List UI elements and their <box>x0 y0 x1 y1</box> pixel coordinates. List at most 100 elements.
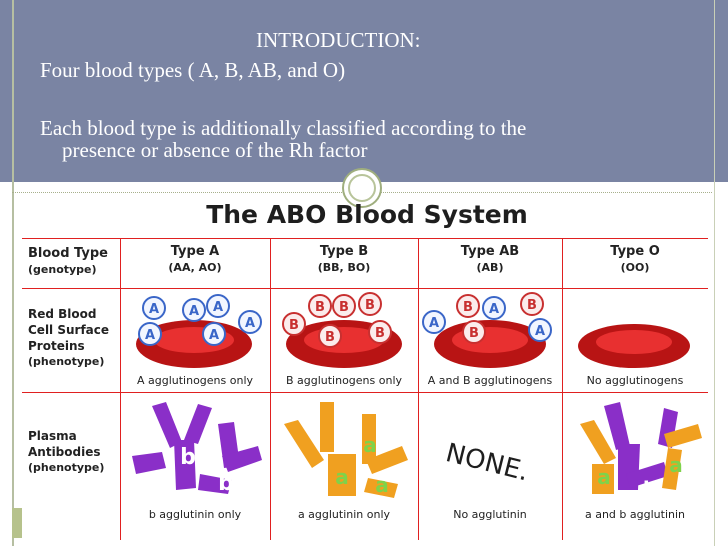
type-a-cell-illustration: A A A A A A <box>136 294 262 368</box>
antigen-a-marker <box>482 296 506 320</box>
plasma-row-label: Plasma Antibodies (phenotype) <box>28 428 104 476</box>
plasma-caption-ab: No agglutinin <box>453 508 527 521</box>
antigen-b-marker <box>332 294 356 318</box>
grid-col4 <box>562 238 563 540</box>
antibody-letter: a <box>363 433 377 457</box>
antigen-letter: B <box>365 298 375 313</box>
antibody-letter: b <box>643 477 657 501</box>
antibody-stem <box>320 402 334 452</box>
antigen-letter: B <box>527 298 537 313</box>
type-ab-cell-illustration: B A B A B A <box>422 292 552 368</box>
none-label: NONE. <box>442 438 532 488</box>
antibody-arm <box>580 420 616 464</box>
left-accent-rule <box>12 0 14 546</box>
bullet-2-line2: presence or absence of the Rh factor <box>62 138 368 162</box>
antigen-letter: A <box>489 302 499 317</box>
type-b-antibodies-illustration: a a a <box>284 402 408 498</box>
grid-top <box>22 238 708 239</box>
bullet-1: Four blood types ( A, B, AB, and O) <box>40 58 346 82</box>
antigen-letter: B <box>469 326 479 341</box>
grid-col1 <box>120 238 121 540</box>
plasma-caption-a: b agglutinin only <box>148 508 242 521</box>
label-line: (phenotype) <box>28 461 105 474</box>
antibody-arm <box>284 420 324 468</box>
type-o-cell-illustration <box>578 324 690 368</box>
label-line: Proteins <box>28 339 85 353</box>
right-accent-rule <box>714 0 715 546</box>
label-line: Antibodies <box>28 445 101 459</box>
grid-row2 <box>22 392 708 393</box>
antigen-b-marker <box>318 324 342 348</box>
col-header-ab: Type AB (AB) <box>418 244 562 276</box>
antibody-letter: a <box>335 465 349 489</box>
antibody-stem <box>662 448 682 490</box>
antigen-a-marker <box>138 322 162 346</box>
grid-row1 <box>22 288 708 289</box>
slide-header: INTRODUCTION: Four blood types ( A, B, A… <box>0 0 728 182</box>
antigen-b-marker <box>308 294 332 318</box>
antigen-letter: A <box>149 302 159 317</box>
antibody-letter: a <box>669 453 683 477</box>
antigen-b-marker <box>358 292 382 316</box>
antibody-letter: b <box>218 471 234 496</box>
antigen-b-marker <box>368 320 392 344</box>
antibody-arm <box>626 462 668 488</box>
grid-col2 <box>270 238 271 540</box>
antigen-a-marker <box>142 296 166 320</box>
antigen-letter: B <box>375 326 385 341</box>
bullet-2-line1: Each blood type is additionally classifi… <box>40 116 527 140</box>
antigen-a-marker <box>182 298 206 322</box>
antigen-letter: A <box>209 328 219 343</box>
antibody-letter: a <box>375 473 389 497</box>
type-o-antibodies-illustration: a a b b <box>580 402 702 501</box>
antibody-arm <box>184 404 212 444</box>
label-line: (phenotype) <box>28 355 105 368</box>
type-label: Type B <box>319 244 369 259</box>
label-line: Red Blood <box>28 307 97 321</box>
antibody-arm <box>222 446 262 472</box>
antibody-letter: b <box>180 445 196 470</box>
antigen-letter: A <box>245 316 255 331</box>
plasma-caption-o: a and b agglutinin <box>584 508 685 521</box>
blood-type-label: Blood Type <box>28 246 108 261</box>
surface-caption-b: B agglutinogens only <box>285 374 403 387</box>
antibody-letter: b <box>637 419 651 443</box>
surface-caption-o: No agglutinogens <box>586 374 684 387</box>
plasma-caption-b: a agglutinin only <box>297 508 391 521</box>
antibody-stem <box>328 454 356 496</box>
label-line: Plasma <box>28 429 77 443</box>
antigen-letter: A <box>189 304 199 319</box>
type-a-antibodies-illustration: b b b <box>132 402 262 496</box>
surface-row-label: Red Blood Cell Surface Proteins (phenoty… <box>28 306 109 370</box>
antibody-arm <box>198 474 232 494</box>
slide-heading: INTRODUCTION: <box>256 28 421 52</box>
antibody-arm <box>132 452 166 474</box>
genotype-value: (AB) <box>476 261 504 274</box>
divider-ring-ornament <box>342 168 382 208</box>
surface-caption-ab: A and B agglutinogens <box>427 374 553 387</box>
antibody-stem <box>174 440 196 490</box>
type-label: Type O <box>610 244 660 259</box>
abo-chart: The ABO Blood System Blood Type (genotyp… <box>22 200 710 540</box>
antigen-letter: B <box>339 300 349 315</box>
corner-label: Blood Type (genotype) <box>28 246 108 278</box>
col-header-b: Type B (BB, BO) <box>270 244 418 276</box>
grid-col3 <box>418 238 419 540</box>
type-label: Type A <box>170 244 220 259</box>
antigen-letter: B <box>463 300 473 315</box>
antigen-letter: A <box>429 316 439 331</box>
antibody-arm <box>362 414 376 464</box>
antigen-a-marker <box>206 294 230 318</box>
label-line: Cell Surface <box>28 323 110 337</box>
antibody-letter: b <box>202 435 218 460</box>
antigen-letter: B <box>325 330 335 345</box>
genotype-value: (OO) <box>620 261 650 274</box>
antibody-arm <box>152 402 182 448</box>
antibody-arm <box>604 402 630 450</box>
antigen-letter: A <box>213 300 223 315</box>
antibody-letter: a <box>597 465 611 489</box>
col-header-a: Type A (AA, AO) <box>120 244 270 276</box>
antibody-arm <box>664 424 702 448</box>
genotype-value: (AA, AO) <box>168 261 222 274</box>
cell-highlight <box>596 330 672 354</box>
